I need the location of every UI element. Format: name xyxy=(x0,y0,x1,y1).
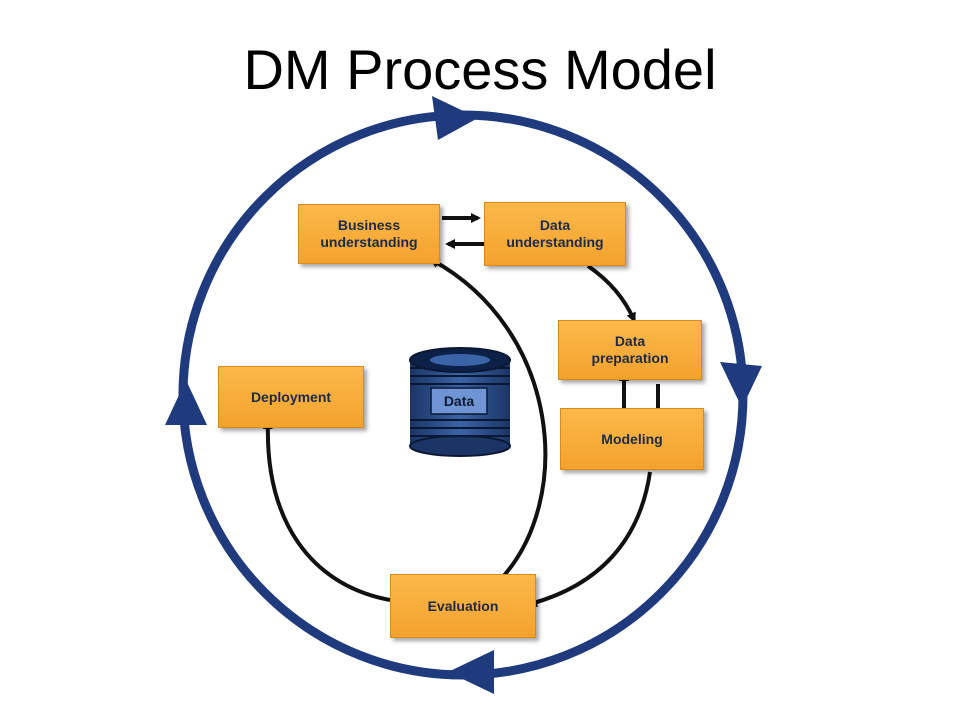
arrow-modeling-to-evaluation xyxy=(527,471,652,607)
cycle-arrowhead-bottom xyxy=(448,650,494,694)
arrow-evaluation-to-business xyxy=(429,258,548,582)
phase-deployment: Deployment xyxy=(218,366,364,428)
database-icon xyxy=(409,347,511,457)
arrow-evaluation-to-deployment xyxy=(262,419,391,602)
database-label: Data xyxy=(443,393,475,409)
phase-evaluation: Evaluation xyxy=(390,574,536,638)
phase-business-understanding: Business understanding xyxy=(298,204,440,264)
cycle-arrowhead-right xyxy=(720,362,762,408)
phase-data-understanding: Data understanding xyxy=(484,202,626,266)
phase-data-preparation: Data preparation xyxy=(558,320,702,380)
page-title: DM Process Model xyxy=(243,38,717,101)
cycle-arrowhead-top xyxy=(432,96,478,140)
phase-modeling: Modeling xyxy=(560,408,704,470)
arrow-understanding-to-preparation xyxy=(586,264,636,323)
cycle-arrowhead-left xyxy=(165,380,207,425)
